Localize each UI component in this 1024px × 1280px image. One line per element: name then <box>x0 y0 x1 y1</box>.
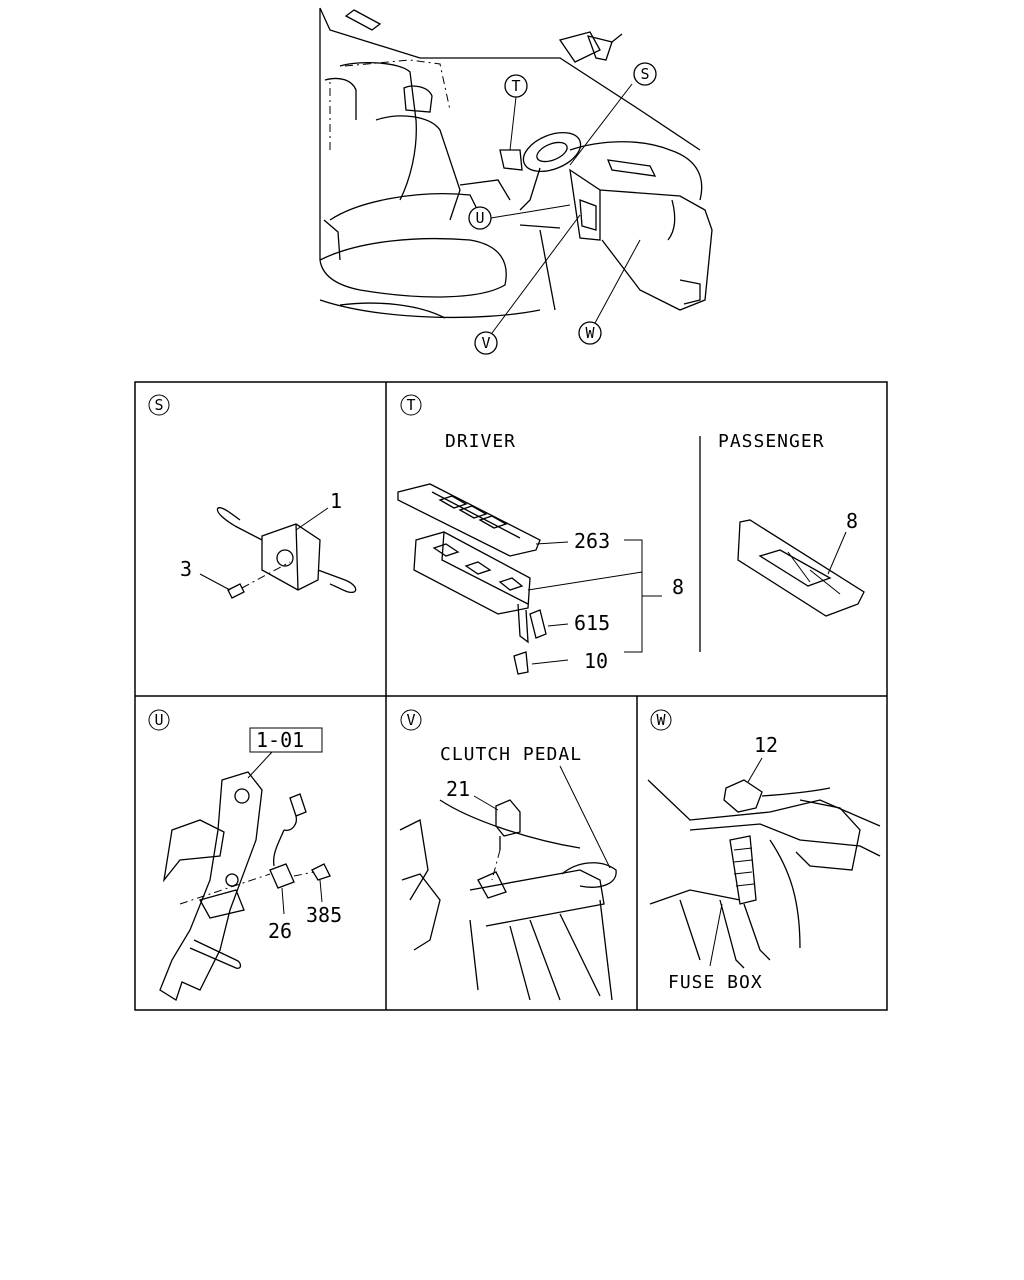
callout-U-label: U <box>475 209 484 227</box>
panel-V-letter: V <box>406 711 415 729</box>
panel-T-power-window-switch: T DRIVER PASSENGER 263 8 615 10 <box>397 394 865 675</box>
panel-W-fuse-box: W 12 FUSE BOX <box>647 709 881 993</box>
cab-interior-overview: S T U V W <box>319 7 713 355</box>
panel-U-ref-box-label: 1-01 <box>256 728 304 752</box>
panel-T-passenger-part-8: 8 <box>846 509 858 533</box>
callout-U: U <box>468 204 571 230</box>
callout-V-label: V <box>481 334 490 352</box>
panel-W-letter: W <box>656 711 666 729</box>
panel-T-part-8: 8 <box>672 575 684 599</box>
callout-W-label: W <box>585 324 595 342</box>
panel-W-part-12: 12 <box>754 733 778 757</box>
panel-T-part-615: 615 <box>574 611 610 635</box>
panel-S-combination-switch: S 1 3 <box>148 394 357 599</box>
callout-V: V <box>474 214 581 355</box>
callout-T-label: T <box>511 77 520 95</box>
panel-T-letter: T <box>406 396 415 414</box>
panel-V-clutch-pedal: V CLUTCH PEDAL 21 <box>399 709 617 1001</box>
callout-W: W <box>578 239 641 345</box>
callout-T: T <box>504 74 528 151</box>
panel-S-part-3: 3 <box>180 557 192 581</box>
callout-S: S <box>569 62 657 166</box>
panel-S-part-1: 1 <box>330 489 342 513</box>
panel-grid <box>134 381 888 1011</box>
panel-T-part-10: 10 <box>584 649 608 673</box>
panel-U-ref-box <box>249 727 323 753</box>
panel-W-caption: FUSE BOX <box>668 972 763 993</box>
panel-T-passenger-heading: PASSENGER <box>718 431 825 452</box>
panel-T-driver-heading: DRIVER <box>445 431 516 452</box>
panel-S-letter: S <box>154 396 163 414</box>
panel-U-part-385: 385 <box>306 903 342 927</box>
panel-U-brake-bracket: U 1-01 26 385 <box>148 709 342 1001</box>
panel-V-part-21: 21 <box>446 777 470 801</box>
panel-T-part-263: 263 <box>574 529 610 553</box>
panel-U-part-26: 26 <box>268 919 292 943</box>
panel-V-heading: CLUTCH PEDAL <box>440 744 582 765</box>
panel-U-letter: U <box>154 711 163 729</box>
callout-S-label: S <box>640 65 649 83</box>
